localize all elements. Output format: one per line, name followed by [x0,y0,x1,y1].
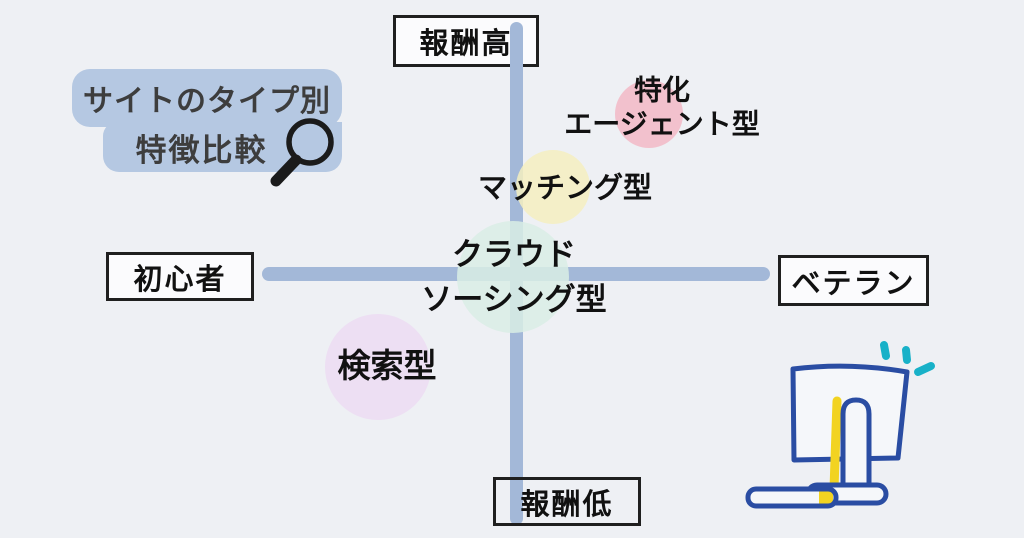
crowdsourcing-type-label: クラウド ソーシング型 [421,233,606,323]
matching-type-circle [516,150,590,224]
agent-type-circle [615,80,683,148]
sparkle-icon [914,362,935,376]
search-type-label: 検索型 [337,347,437,385]
magnifier-icon [270,118,334,187]
monitor-accent-stripe [829,396,842,494]
search-type-circle [325,314,431,420]
title-line1: サイトのタイプ別 [72,69,342,127]
matching-type-label: マッチング型 [477,172,653,205]
axis-label-top-text: 報酬高 [419,28,513,60]
sparkle-icon [902,346,911,364]
axis-label-bottom: 報酬低 [493,477,641,526]
crowdsourcing-type-circle [457,221,569,333]
sparkle-icon [880,341,890,360]
axis-label-bottom-text: 報酬低 [520,488,614,521]
axis-label-left-text: 初心者 [133,263,227,296]
axis-label-left: 初心者 [106,252,254,301]
title-line2: 特徴比較 [135,132,268,168]
monitor-stand [840,397,872,496]
axis-label-right: ベテラン [778,255,929,306]
axis-label-right-text: ベテラン [791,267,916,300]
keyboard-outline [745,486,839,509]
crowdsourcing-type-label-line2: ソーシング型 [421,282,607,317]
agent-type-label-line2: エージェント型 [564,108,760,139]
monitor-illustration [745,341,935,509]
agent-type-label: 特化 エージェント型 [564,73,759,140]
crowdsourcing-type-label-line1: クラウド [451,237,576,273]
keyboard-accent [819,490,833,505]
keyboard [748,489,836,506]
agent-type-label-line1: 特化 [633,74,691,106]
